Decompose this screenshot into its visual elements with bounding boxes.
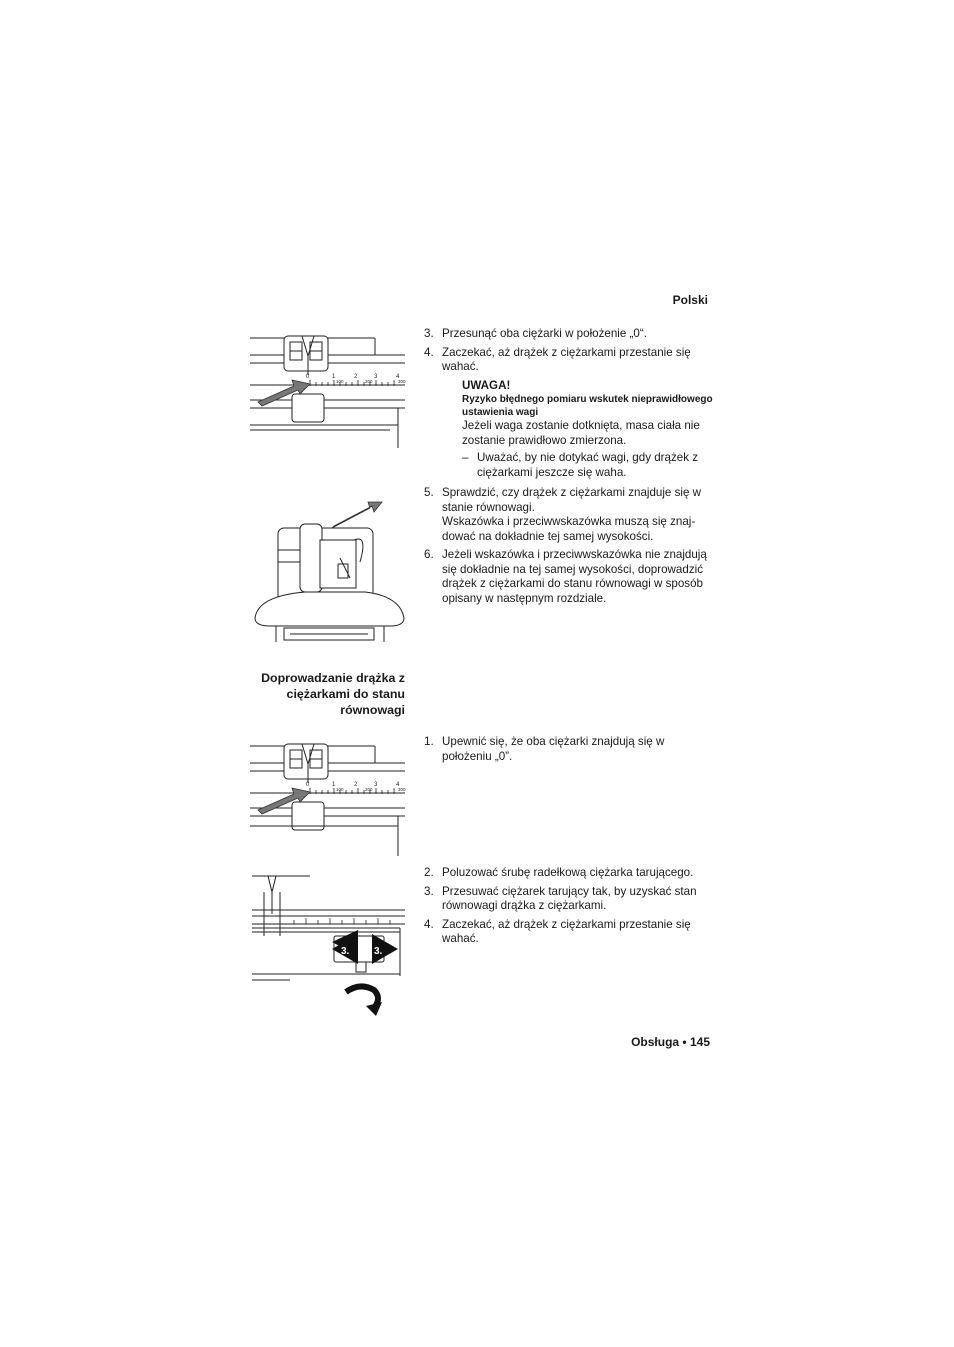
arrow-label-left: 3. — [341, 946, 350, 957]
svg-text:1: 1 — [332, 374, 336, 380]
svg-text:2: 2 — [354, 782, 358, 788]
list-item: 6. Jeżeli wskazówka i przeciwwskazówka n… — [424, 548, 707, 605]
section-title: Doprowadzanie drążka z ciężarkami do sta… — [261, 671, 405, 717]
svg-text:0: 0 — [306, 782, 310, 788]
svg-text:3: 3 — [374, 374, 378, 380]
svg-text:300: 300 — [398, 787, 406, 792]
list-item: 3. Przesunąć oba ciężarki w położenie „0… — [424, 327, 647, 340]
svg-text:100: 100 — [336, 379, 344, 384]
figure-pointer-closeup — [254, 501, 405, 642]
instructions-block-1: 3. Przesunąć oba ciężarki w położenie „0… — [424, 327, 714, 610]
svg-text:200: 200 — [365, 379, 373, 384]
list-item: 5. Sprawdzić, czy drążek z ciężarkami zn… — [424, 486, 702, 543]
pointer-arrow-icon — [331, 501, 383, 529]
warning-note: UWAGA! Ryzyko błędnego pomiaru wskutek n… — [462, 379, 714, 481]
pointer-arrow-icon — [257, 787, 311, 815]
instructions-block-2: 1. Upewnić się, że oba ciężarki znajdują… — [424, 735, 714, 768]
pointer-arrow-icon — [257, 379, 311, 407]
list-item: 3. Przesuwać ciężarek tarujący tak, by u… — [424, 884, 697, 913]
svg-text:3: 3 — [374, 782, 378, 788]
rotate-arrow-icon — [344, 983, 382, 1016]
instructions-block-3: 2. Poluzować śrubę radełkową ciężarka ta… — [424, 866, 714, 951]
figure-beam-weights-zero-2: 0 1 2 3 4 100 200 300 — [250, 743, 406, 856]
language-label: Polski — [672, 293, 708, 307]
svg-text:4: 4 — [396, 374, 400, 380]
arrow-label-right: 3. — [374, 946, 383, 957]
svg-text:0: 0 — [306, 374, 310, 380]
list-item: 1. Upewnić się, że oba ciężarki znajdują… — [424, 735, 665, 763]
list-item: 2. Poluzować śrubę radełkową ciężarka ta… — [424, 866, 694, 879]
move-right-arrow-icon — [372, 934, 398, 964]
warning-body: Jeżeli waga zostanie dotknięta, masa cia… — [462, 419, 700, 447]
figure-beam-weights-zero: 0 1 2 3 4 100 200 300 — [250, 335, 406, 448]
figure-tare-weight: 3. 3. 2. — [252, 875, 405, 1016]
svg-text:300: 300 — [398, 379, 406, 384]
svg-text:200: 200 — [365, 787, 373, 792]
move-left-arrow-icon — [332, 934, 358, 964]
warning-bullet: – Uważać, by nie dotykać wagi, gdy drąże… — [462, 451, 699, 479]
svg-text:1: 1 — [332, 782, 336, 788]
svg-text:100: 100 — [336, 787, 344, 792]
warning-title: UWAGA! — [462, 378, 511, 392]
svg-text:2: 2 — [354, 374, 358, 380]
svg-text:4: 4 — [396, 782, 400, 788]
warning-subtitle: Ryzyko błędnego pomiaru wskutek nieprawi… — [462, 394, 713, 418]
rotate-label: 2. — [354, 994, 363, 1005]
list-item: 4. Zaczekać, aż drążek z ciężarkami prze… — [424, 917, 691, 946]
page-footer: Obsługa • 145 — [631, 1035, 710, 1049]
list-item: 4. Zaczekać, aż drążek z ciężarkami prze… — [424, 345, 691, 374]
